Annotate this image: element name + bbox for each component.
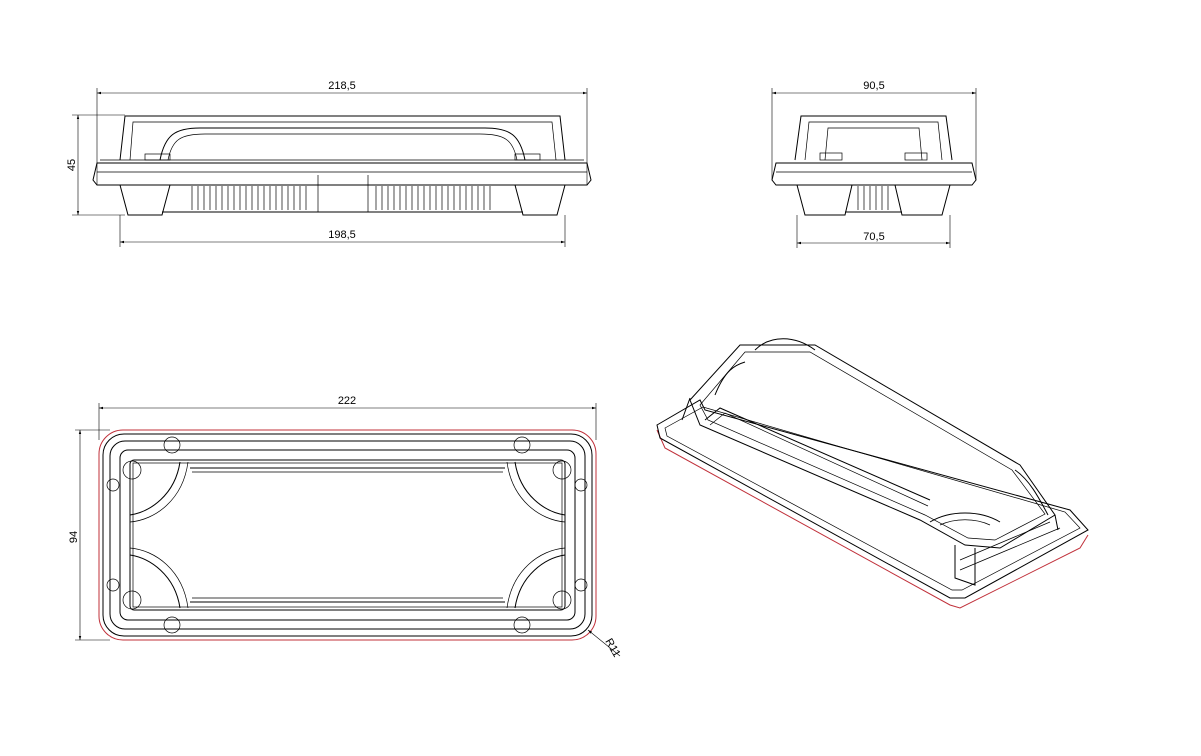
front-ribs (191, 186, 491, 210)
dim-base-width: 70,5 (863, 231, 884, 243)
dim-overall-width: 90,5 (863, 80, 884, 92)
dim-base-length: 198,5 (328, 229, 356, 241)
dim-height: 45 (66, 159, 78, 171)
side-view: 90,5 70,5 (771, 80, 977, 248)
dim-top-width: 94 (68, 531, 80, 543)
dim-top-length: 222 (338, 395, 356, 407)
top-view: 222 94 R11 (68, 395, 622, 659)
front-view: 218,5 45 198,5 (66, 80, 592, 247)
isometric-view (656, 338, 1089, 609)
dim-overall-length: 218,5 (328, 80, 356, 92)
